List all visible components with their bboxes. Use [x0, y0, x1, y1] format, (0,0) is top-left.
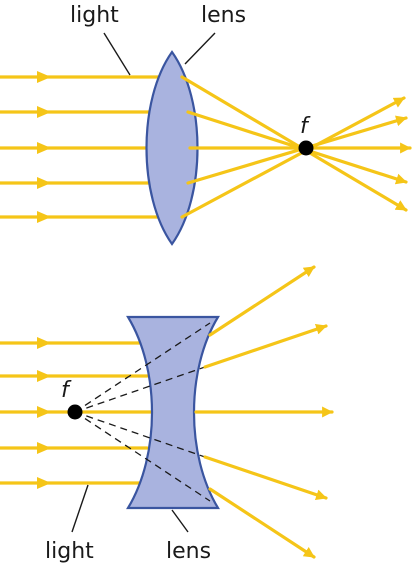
concave-light-label: light [45, 539, 94, 564]
convex-incoming-arrowhead-2 [37, 106, 51, 118]
concave-lens [126, 315, 220, 510]
convex-incoming-arrowhead-3 [37, 142, 51, 154]
concave-incoming-arrowhead-3 [37, 406, 51, 418]
convex-incoming-arrowhead-5 [37, 211, 51, 223]
convex-lens-group: light lens f [0, 3, 412, 246]
concave-refracted-ray-5 [208, 487, 316, 559]
convex-focal-label: f [300, 114, 311, 139]
concave-lens-leader [171, 509, 189, 533]
convex-lens-label: lens [201, 3, 246, 28]
concave-dashed-line-2 [74, 366, 206, 413]
concave-dashed-line-3 [74, 411, 206, 458]
concave-focal-label: f [61, 378, 72, 403]
convex-focal-point [298, 140, 314, 156]
convex-refracted-rays [180, 75, 412, 219]
convex-incoming-arrowhead-1 [37, 71, 51, 83]
concave-construction-lines [74, 322, 211, 502]
concave-incoming-arrowheads [37, 337, 51, 489]
convex-incoming-arrowheads [37, 71, 51, 223]
concave-focal-point [67, 404, 83, 420]
convex-lens [145, 50, 199, 246]
concave-refracted-rays [194, 265, 334, 559]
concave-refracted-ray-2 [203, 323, 328, 369]
concave-incoming-rays [0, 341, 155, 485]
concave-incoming-arrowhead-5 [37, 477, 51, 489]
concave-refracted-ray-4 [203, 455, 328, 501]
concave-incoming-arrowhead-2 [37, 370, 51, 382]
concave-incoming-arrowhead-1 [37, 337, 51, 349]
concave-dashed-line-4 [74, 411, 211, 502]
convex-refracted-ray-5 [180, 96, 406, 219]
concave-refracted-ray-1 [208, 265, 316, 337]
convex-light-label: light [70, 3, 119, 28]
convex-incoming-rays [0, 75, 164, 219]
concave-lens-group: light lens f [0, 265, 334, 564]
convex-refracted-ray-1 [180, 75, 408, 212]
concave-lens-label: lens [166, 539, 211, 564]
convex-incoming-arrowhead-4 [37, 177, 51, 189]
convex-lens-leader [184, 32, 216, 65]
concave-dashed-line-1 [74, 322, 211, 413]
convex-refracted-ray-4 [186, 115, 408, 185]
concave-incoming-arrowhead-4 [37, 442, 51, 454]
concave-light-leader [71, 484, 89, 533]
convex-light-leader [103, 32, 131, 76]
